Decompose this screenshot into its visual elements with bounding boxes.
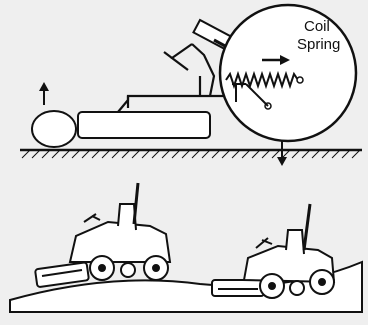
spring-label: Spring <box>297 37 340 53</box>
spring-callout <box>220 5 356 141</box>
gauge-wheel <box>32 111 76 147</box>
coil-label: Coil <box>304 19 330 35</box>
mower-deck <box>78 112 210 138</box>
